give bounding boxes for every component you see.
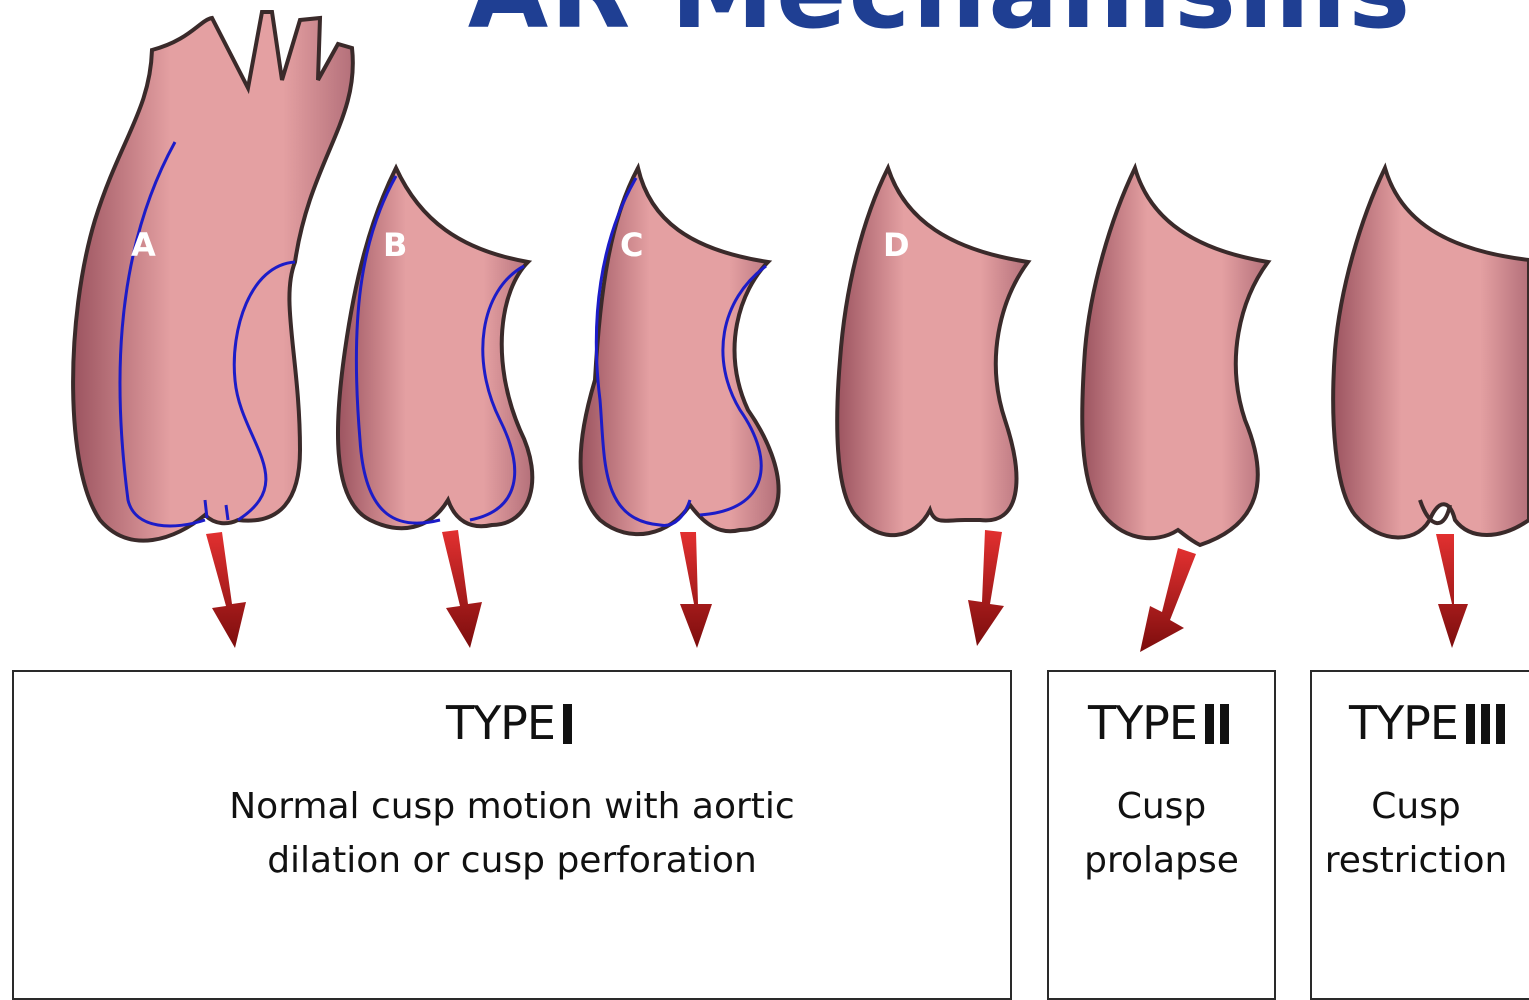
regurgitation-arrow-icon xyxy=(968,530,1004,646)
regurgitation-arrow-icon xyxy=(1436,534,1468,648)
type-1-description: Normal cusp motion with aortic dilation … xyxy=(14,780,1010,888)
regurgitation-arrow-icon xyxy=(680,532,712,648)
type-3-title: TYPE xyxy=(1322,696,1529,755)
type-3-box: TYPE Cusp restriction xyxy=(1310,670,1529,1000)
numeral-bar xyxy=(1205,704,1214,744)
label-b: B xyxy=(383,226,407,264)
label-a: A xyxy=(131,226,156,264)
label-d: D xyxy=(883,226,910,264)
aortic-root-b xyxy=(338,168,532,528)
aortic-root-c xyxy=(581,168,779,534)
numeral-bar xyxy=(1481,704,1490,744)
label-c: C xyxy=(620,226,643,264)
aortic-root-cusp-restriction xyxy=(1333,168,1529,538)
roman-numeral xyxy=(1205,701,1235,755)
type-1-box: TYPE Normal cusp motion with aortic dila… xyxy=(12,670,1012,1000)
numeral-bar xyxy=(1496,704,1505,744)
aortic-root-cusp-prolapse xyxy=(1082,168,1268,545)
regurgitation-arrow-icon xyxy=(1140,548,1196,652)
numeral-bar xyxy=(1220,704,1229,744)
type-1-title: TYPE xyxy=(14,696,1010,755)
aortic-root-d xyxy=(837,168,1028,535)
aortic-root-a xyxy=(73,12,353,541)
roman-numeral xyxy=(563,701,578,755)
type-3-description: Cusp restriction xyxy=(1312,780,1520,888)
regurgitation-arrow-icon xyxy=(442,530,482,648)
numeral-bar xyxy=(1466,704,1475,744)
type-2-title: TYPE xyxy=(1049,696,1274,755)
type-2-name: TYPE xyxy=(1088,696,1197,750)
numeral-bar xyxy=(563,704,572,744)
type-1-name: TYPE xyxy=(446,696,555,750)
aortic-root-illustrations xyxy=(0,0,1529,670)
type-2-box: TYPE Cusp prolapse xyxy=(1047,670,1276,1000)
regurgitation-arrow-icon xyxy=(206,532,246,648)
type-3-name: TYPE xyxy=(1349,696,1458,750)
roman-numeral xyxy=(1466,701,1511,755)
type-2-description: Cusp prolapse xyxy=(1049,780,1274,888)
